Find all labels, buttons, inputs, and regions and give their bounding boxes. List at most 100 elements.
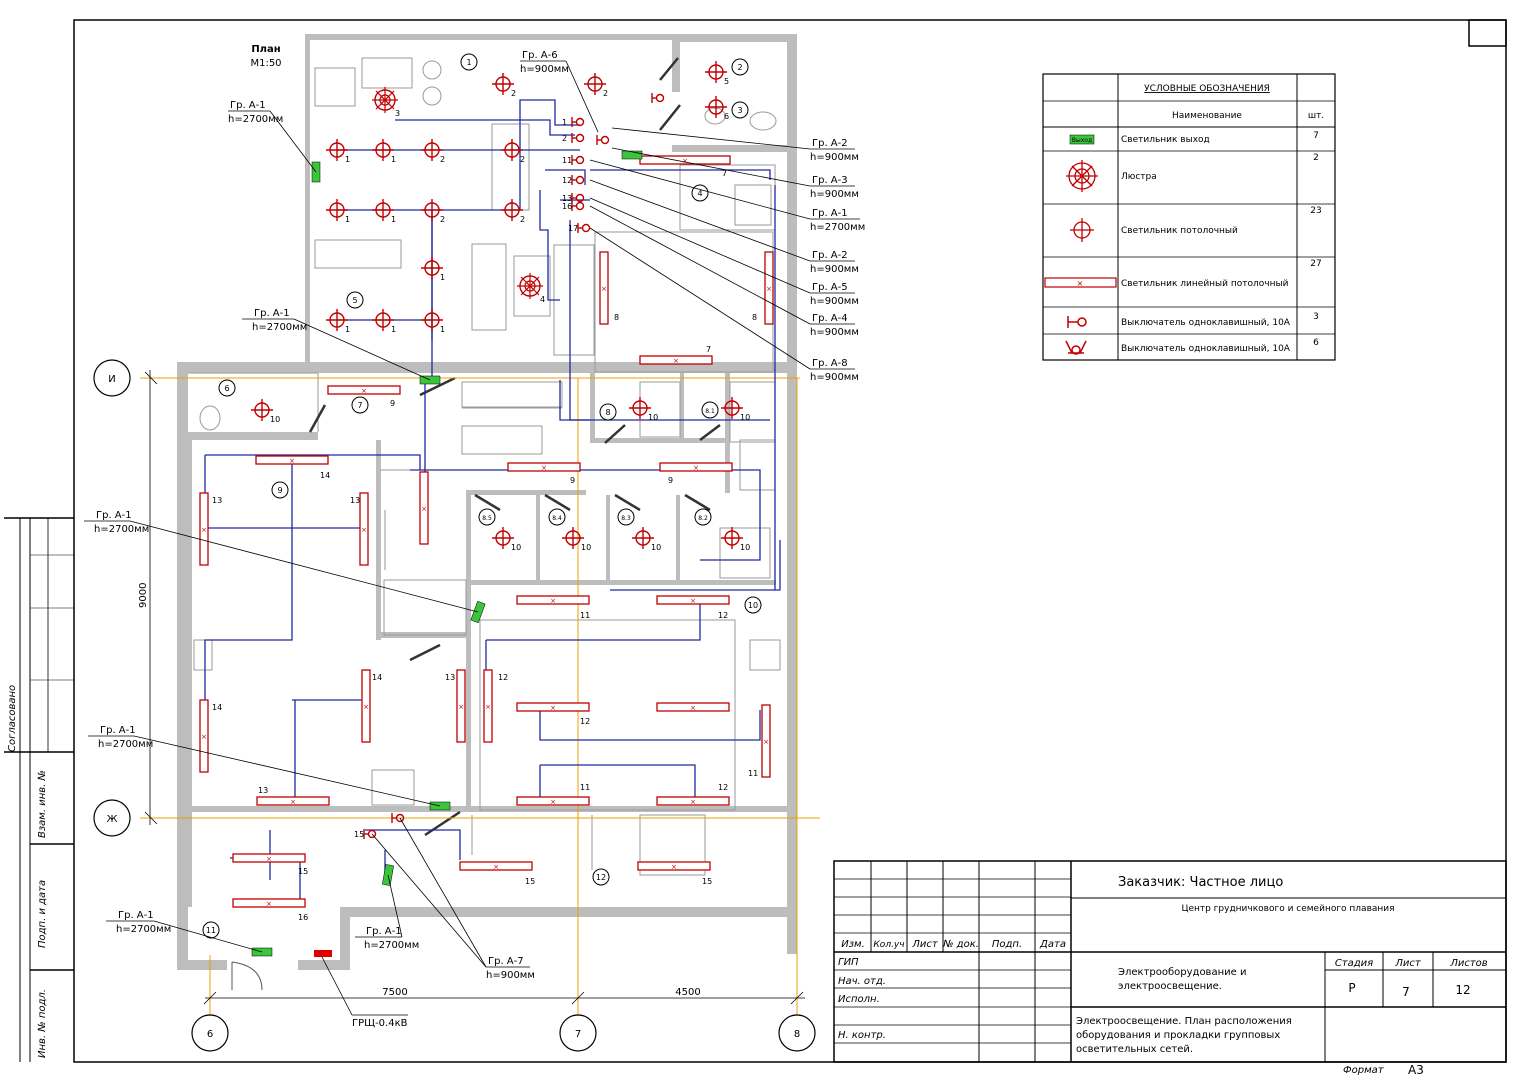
tb-sheets-label: Листов	[1449, 958, 1487, 969]
svg-text:×: ×	[550, 597, 556, 605]
svg-text:8.1: 8.1	[705, 408, 715, 415]
svg-text:h=2700мм: h=2700мм	[98, 739, 153, 750]
svg-text:×: ×	[1077, 279, 1084, 288]
linear-light: ×7	[639, 155, 731, 178]
svg-text:16: 16	[298, 913, 308, 922]
room-marker: 8.4	[548, 508, 566, 526]
tb-col-doc: № док.	[942, 939, 979, 950]
ceiling-light: 1	[421, 257, 445, 282]
group-callout: Гр. А-1h=2700мм	[228, 100, 317, 173]
group-callout: Гр. А-4h=900мм	[589, 205, 859, 338]
svg-text:12: 12	[498, 673, 508, 682]
ceiling-light: 1	[326, 199, 350, 224]
side-stamp: Согласовано Взам. инв. № Подп. и дата Ин…	[4, 517, 74, 1062]
group-callout: Гр. А-1h=2700мм	[355, 874, 419, 951]
dimension-lines	[144, 370, 805, 1005]
light-switch: 12	[562, 175, 585, 185]
svg-text:1: 1	[345, 215, 350, 224]
svg-text:10: 10	[270, 415, 280, 424]
linear-light: × 11	[516, 595, 590, 620]
group-callout: Гр. А-5h=900мм	[589, 197, 859, 307]
legend-row-name: Светильник потолочный	[1121, 226, 1238, 236]
tb-section: Электрооборудование и электроосвещение.	[1118, 967, 1250, 992]
svg-text:×: ×	[289, 457, 295, 465]
svg-text:5: 5	[724, 77, 729, 86]
ceiling-light: 10	[721, 527, 750, 552]
svg-text:2: 2	[562, 134, 567, 143]
plan-scale: М1:50	[250, 58, 281, 69]
dimension-7500: 7500	[382, 987, 407, 998]
light-switch: 2	[562, 133, 585, 143]
svg-text:×: ×	[361, 526, 367, 534]
ceiling-light: 1	[421, 309, 445, 334]
svg-text:2: 2	[440, 155, 445, 164]
svg-text:h=2700мм: h=2700мм	[810, 222, 865, 233]
ceiling-light-icon	[1070, 218, 1094, 242]
chandelier: 3	[372, 87, 400, 118]
grid-axis-markers: И Ж 6 7 8	[93, 359, 816, 1052]
ceiling-light: 10	[492, 527, 521, 552]
ceiling-light: 2	[492, 73, 516, 98]
svg-text:Гр. А-1: Гр. А-1	[100, 725, 136, 736]
svg-text:11: 11	[562, 156, 572, 165]
tb-sheet: 7	[1402, 985, 1410, 999]
room-marker: 11	[202, 921, 220, 939]
stamp-inv-swap: Взам. инв. №	[37, 770, 48, 838]
doors	[308, 57, 721, 837]
room-marker: 7	[351, 396, 369, 414]
stamp-inv-orig: Инв. № подл.	[37, 989, 48, 1058]
linear-light: ×13	[199, 492, 222, 566]
svg-text:×: ×	[550, 704, 556, 712]
tb-role: ГИП	[838, 957, 859, 968]
svg-text:h=900мм: h=900мм	[810, 327, 859, 338]
tb-sheet-title: Электроосвещение. План расположения обор…	[1076, 1016, 1295, 1055]
tb-role: Нач. отд.	[838, 976, 886, 987]
svg-text:×: ×	[763, 738, 769, 746]
svg-text:2: 2	[520, 155, 525, 164]
svg-text:×: ×	[673, 357, 679, 365]
group-callout: Гр. А-1h=2700мм	[106, 910, 263, 953]
ceiling-light: 1	[326, 139, 350, 164]
stamp-agreed: Согласовано	[7, 685, 18, 752]
group-callout: Гр. А-6h=900мм	[520, 50, 599, 133]
linear-light: ×15	[232, 853, 308, 876]
svg-text:1: 1	[345, 155, 350, 164]
tb-role: Н. контр.	[838, 1030, 886, 1041]
dimension-9000: 9000	[138, 583, 149, 608]
linear-light: ×9	[327, 385, 401, 408]
svg-text:14: 14	[320, 471, 330, 480]
svg-text:4: 4	[540, 295, 545, 304]
svg-text:8.2: 8.2	[698, 515, 708, 522]
svg-text:×: ×	[458, 703, 464, 711]
tb-project: Центр грудничкового и семейного плавания	[1181, 904, 1394, 914]
dimension-4500: 4500	[675, 987, 700, 998]
linear-light: ×15	[637, 861, 712, 886]
ceiling-light: 2	[501, 139, 525, 164]
svg-text:15: 15	[525, 877, 535, 886]
svg-text:h=2700мм: h=2700мм	[252, 322, 307, 333]
svg-text:2: 2	[511, 89, 516, 98]
svg-text:1: 1	[466, 58, 471, 67]
tb-sheet-label: Лист	[1394, 958, 1422, 969]
light-switch: 13	[562, 193, 585, 203]
tb-stage: Р	[1348, 981, 1355, 995]
exit-sign-icon	[1069, 134, 1095, 145]
exit-sign	[621, 150, 643, 160]
svg-text:16: 16	[562, 202, 572, 211]
svg-text:13: 13	[445, 673, 455, 682]
legend-row-name: Светильник выход	[1121, 135, 1210, 145]
legend-col-qty: шт.	[1308, 111, 1324, 121]
tb-sheets: 12	[1455, 983, 1470, 997]
svg-text:×: ×	[541, 464, 547, 472]
svg-text:8.4: 8.4	[552, 515, 562, 522]
svg-text:h=2700мм: h=2700мм	[116, 924, 171, 935]
legend-header: УСЛОВНЫЕ ОБОЗНАЧЕНИЯ	[1144, 84, 1270, 94]
svg-text:9: 9	[668, 476, 673, 485]
svg-text:Гр. А-2: Гр. А-2	[812, 138, 848, 149]
svg-text:11: 11	[580, 611, 590, 620]
svg-text:12: 12	[562, 176, 572, 185]
svg-text:×: ×	[363, 703, 369, 711]
svg-text:h=900мм: h=900мм	[810, 189, 859, 200]
